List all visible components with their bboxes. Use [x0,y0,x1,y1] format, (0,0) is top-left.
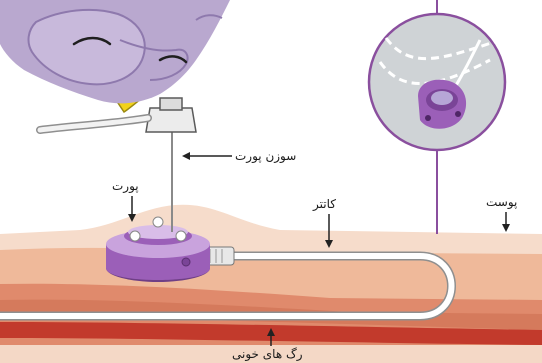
blood-vessel-label: رگ های خونی [232,347,303,361]
skin-label: پوست [486,195,517,209]
port-label: پورت [112,179,139,193]
catheter-label: کاتتر [313,197,336,211]
gloved-hand [0,0,230,103]
needle-label: سوزن پورت [235,149,296,163]
inset-magnified-view [369,0,505,234]
